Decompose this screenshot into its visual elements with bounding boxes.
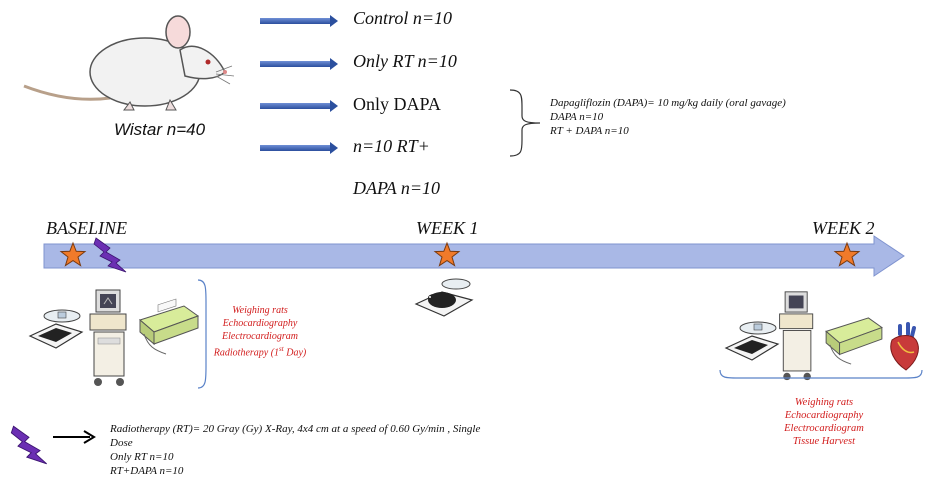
star-icon (833, 241, 861, 267)
arrow-rt-dapa (260, 142, 338, 154)
group-arrows (260, 15, 338, 154)
echocardiograph-icon (779, 291, 814, 381)
dapa-brace (509, 89, 541, 157)
procedure-line: Weighing rats (794, 397, 854, 408)
procedure-line-main: Radiotherapy (1 (213, 347, 280, 359)
lightning-icon (93, 237, 127, 273)
rat-icon (23, 15, 235, 111)
week1-label: WEEK 1 (416, 218, 479, 238)
dapa-note-line: DAPA n=10 (550, 111, 604, 123)
procedure-line: Tissue Harvest (792, 436, 856, 447)
star-icon (433, 241, 461, 267)
animal-label: Wistar n=40 (114, 120, 206, 139)
dapa-note: Dapagliflozin (DAPA)= 10 mg/kg daily (or… (550, 96, 786, 138)
scale-icon (724, 321, 780, 361)
lightning-icon (10, 425, 47, 465)
procedure-line: Radiotherapy (1st Day) (208, 343, 312, 359)
rat-on-scale-icon (414, 278, 474, 317)
star-icon (59, 241, 87, 267)
arrow-control (260, 15, 338, 27)
week2-label: WEEK 2 (812, 218, 875, 238)
group-label: DAPA n=10 (353, 178, 440, 198)
group-label: Only DAPA (353, 94, 441, 114)
dapa-note-line: RT + DAPA n=10 (550, 125, 629, 137)
baseline-label: BASELINE (46, 218, 127, 238)
legend-arrow-icon (53, 430, 96, 444)
group-label: n=10 RT+ (353, 136, 430, 156)
heart-icon (890, 322, 919, 371)
procedure-line: Weighing rats (232, 305, 288, 316)
procedure-line: Electrocardiogram (222, 331, 298, 342)
baseline-bracket (197, 279, 207, 389)
rt-legend-line: Dose (110, 437, 133, 449)
arrow-only-dapa (260, 100, 338, 112)
week2-bracket (719, 369, 923, 379)
procedure-line: Echocardiography (222, 318, 298, 329)
rt-legend-line: Only RT n=10 (110, 451, 174, 463)
ecg-machine-icon (138, 298, 200, 355)
rt-legend: Radiotherapy (RT)= 20 Gray (Gy) X-Ray, 4… (110, 422, 480, 478)
dapa-note-line: Dapagliflozin (DAPA)= 10 mg/kg daily (or… (550, 97, 786, 109)
timeline-arrow (43, 235, 905, 277)
rt-legend-line: Radiotherapy (RT)= 20 Gray (Gy) X-Ray, 4… (110, 423, 481, 435)
group-label: Control n=10 (353, 8, 452, 28)
scale-icon (28, 309, 84, 349)
week2-procedures: Weighing rats Echocardiography Electroca… (772, 396, 876, 448)
procedure-line-sup: st (279, 345, 284, 353)
group-label: Only RT n=10 (353, 51, 457, 71)
procedure-line-end: Day) (283, 347, 307, 359)
arrow-only-rt (260, 58, 338, 70)
ecg-machine-icon (825, 317, 883, 365)
baseline-procedures: Weighing rats Echocardiography Electroca… (208, 304, 312, 359)
rt-legend-line: RT+DAPA n=10 (110, 465, 184, 477)
procedure-line: Echocardiography (784, 410, 864, 421)
procedure-line: Electrocardiogram (784, 423, 864, 434)
echocardiograph-icon (89, 289, 127, 386)
